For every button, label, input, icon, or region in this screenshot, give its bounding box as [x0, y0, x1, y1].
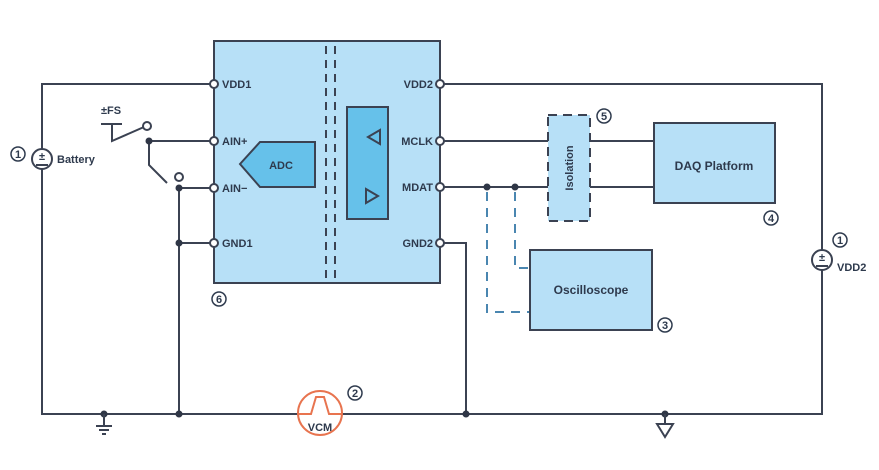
- pin-label-ain-minus: AIN−: [222, 183, 247, 195]
- daq-platform-block: DAQ Platform 4: [653, 122, 779, 226]
- isolation-block: Isolation 5: [547, 108, 612, 222]
- svg-text:3: 3: [662, 320, 668, 332]
- vdd2-supply-label: VDD2: [837, 262, 866, 274]
- plus-minus-icon: ±: [39, 151, 45, 163]
- svg-text:2: 2: [352, 388, 358, 400]
- plus-minus-icon: ±: [819, 252, 825, 264]
- svg-text:1: 1: [837, 235, 843, 247]
- svg-text:1: 1: [15, 149, 21, 161]
- triangle-left-icon: [366, 128, 381, 146]
- triangle-right-icon: [365, 187, 380, 205]
- callout-2: 2: [347, 385, 363, 401]
- pin-gnd1: [209, 238, 219, 248]
- battery-label: Battery: [57, 154, 96, 166]
- vdd2-source: ± VDD2 1: [811, 232, 866, 274]
- pin-label-ain-plus: AIN+: [222, 136, 247, 148]
- daq-platform-label: DAQ Platform: [675, 159, 754, 173]
- pulse-waveform-icon: [299, 396, 341, 415]
- fs-switch[interactable]: ±FS: [101, 105, 184, 184]
- pin-label-mdat: MDAT: [402, 182, 433, 194]
- oscilloscope-label: Oscilloscope: [554, 283, 629, 297]
- vcm-label: VCM: [308, 422, 332, 434]
- earth-ground-icon: [96, 414, 112, 435]
- callout-1-battery: 1: [10, 146, 26, 162]
- callout-1-vdd2: 1: [832, 232, 848, 248]
- svg-text:5: 5: [601, 111, 607, 123]
- pin-label-gnd2: GND2: [402, 238, 433, 250]
- oscilloscope-probe-lines: [486, 192, 530, 313]
- pin-mclk: [435, 136, 445, 146]
- svg-text:6: 6: [216, 294, 222, 306]
- callout-6: 6: [211, 291, 227, 307]
- pin-label-mclk: MCLK: [401, 136, 433, 148]
- isolation-label: Isolation: [564, 145, 576, 191]
- pin-label-vdd1: VDD1: [222, 79, 251, 91]
- pin-mdat: [435, 182, 445, 192]
- callout-3: 3: [657, 317, 673, 333]
- callout-4: 4: [763, 210, 779, 226]
- pin-ain-plus: [209, 136, 219, 146]
- pin-ain-minus: [209, 183, 219, 193]
- adc-block: ADC: [238, 141, 316, 188]
- isolator-chip: ADC VDD1 AIN+ AIN− GND1 VDD2 MCLK MDAT G…: [209, 40, 445, 307]
- pin-vdd1: [209, 79, 219, 89]
- pin-vdd2: [435, 79, 445, 89]
- battery-source: ± Battery 1: [10, 146, 96, 170]
- signal-ground-icon: [655, 414, 675, 439]
- adc-label: ADC: [269, 160, 293, 172]
- pin-label-vdd2: VDD2: [404, 79, 433, 91]
- digital-isolator-block: [346, 106, 389, 220]
- pin-gnd2: [435, 238, 445, 248]
- oscilloscope-block: Oscilloscope 3: [529, 249, 673, 333]
- svg-text:4: 4: [768, 213, 775, 225]
- pin-label-gnd1: GND1: [222, 238, 253, 250]
- vcm-source: VCM 2: [297, 385, 363, 436]
- switch-label: ±FS: [101, 105, 121, 117]
- callout-5: 5: [596, 108, 612, 124]
